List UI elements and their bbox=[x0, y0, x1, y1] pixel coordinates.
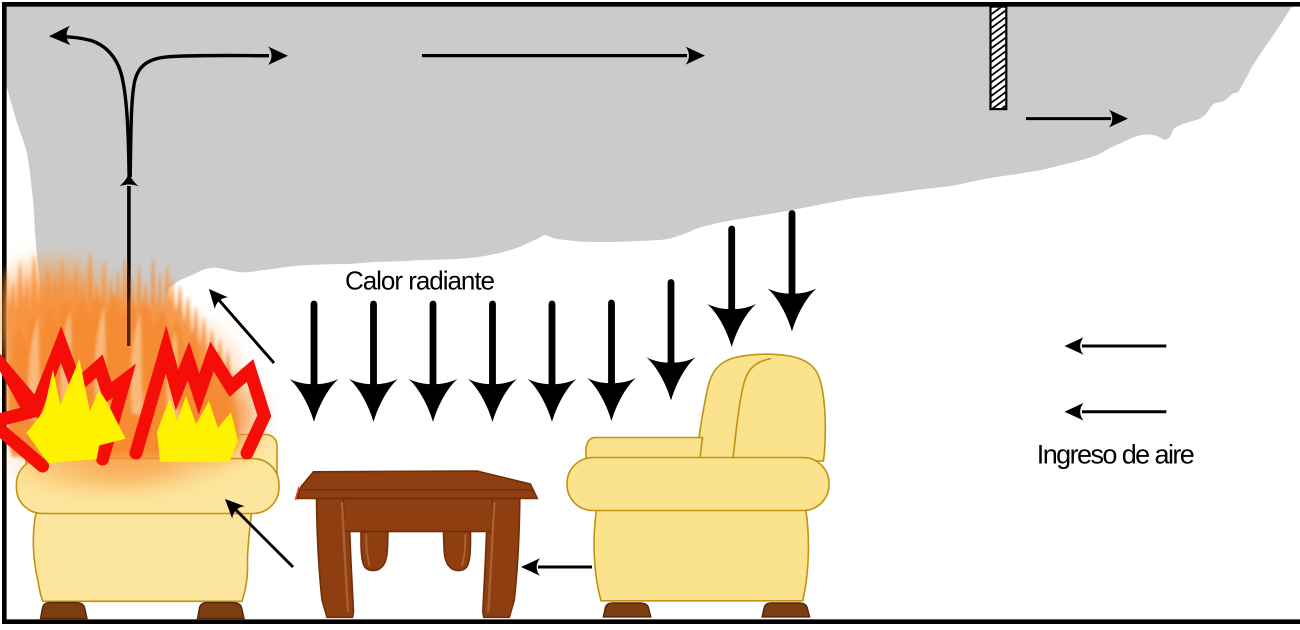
svg-text:Ingreso de aire: Ingreso de aire bbox=[1037, 440, 1195, 470]
svg-text:Calor radiante: Calor radiante bbox=[345, 266, 495, 296]
